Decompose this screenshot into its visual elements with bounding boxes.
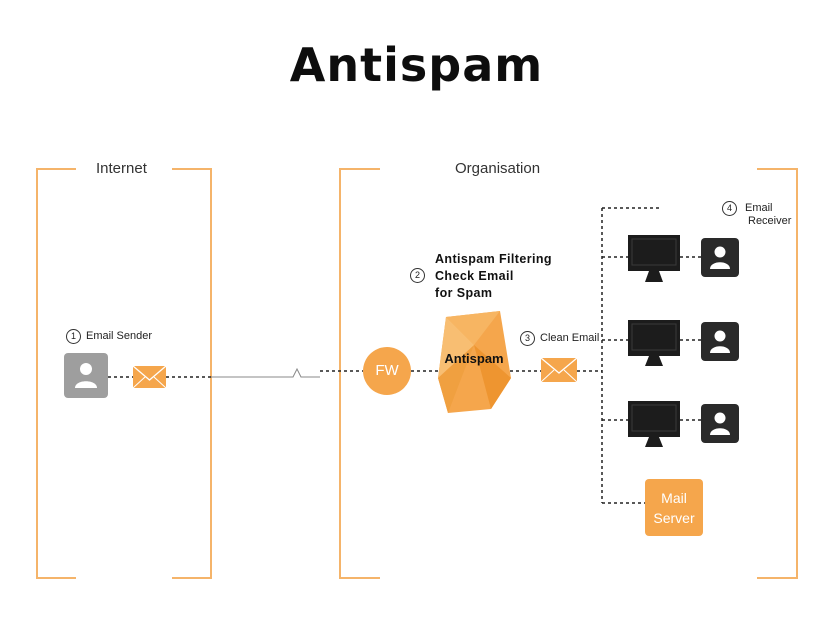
email-receiver-line-2: Receiver bbox=[748, 215, 792, 227]
mail-server-label-line-2: Server bbox=[653, 510, 695, 526]
step-3-marker: 3 bbox=[520, 331, 535, 346]
firewall-node bbox=[363, 347, 411, 395]
monitor-icon bbox=[628, 235, 680, 282]
filtering-line-3: for Spam bbox=[435, 286, 493, 300]
receiver-user-icon bbox=[701, 322, 739, 361]
page-title: Antispam bbox=[289, 38, 544, 92]
email-receiver-line-1: Email bbox=[745, 202, 773, 214]
internet-zone-bracket bbox=[36, 168, 212, 579]
receiver-user-icon bbox=[701, 238, 739, 277]
step-4-marker: 4 bbox=[722, 201, 737, 216]
organisation-zone-bracket bbox=[339, 168, 798, 579]
internet-zone-label: Internet bbox=[96, 160, 147, 177]
receiver-user-icon bbox=[701, 404, 739, 443]
step-1-marker: 1 bbox=[66, 329, 81, 344]
monitor-icon bbox=[628, 401, 680, 447]
connection-lines bbox=[108, 207, 701, 504]
email-sender-label: Email Sender bbox=[86, 330, 153, 342]
antispam-shield-icon bbox=[438, 311, 511, 413]
clean-email-label: Clean Email bbox=[540, 332, 600, 344]
mail-server-label-line-1: Mail bbox=[661, 490, 687, 506]
monitor-icon bbox=[628, 320, 680, 366]
outgoing-envelope-icon bbox=[132, 365, 167, 389]
filtering-title: Antispam Filtering bbox=[435, 252, 552, 266]
mail-server-node bbox=[645, 479, 703, 536]
firewall-label: FW bbox=[375, 362, 399, 379]
antispam-label: Antispam bbox=[444, 351, 504, 366]
step-2-marker: 2 bbox=[410, 268, 425, 283]
filtering-line-2: Check Email bbox=[435, 269, 514, 283]
organisation-zone-label: Organisation bbox=[455, 160, 541, 177]
clean-envelope-icon bbox=[540, 357, 578, 383]
sender-user-icon bbox=[64, 353, 108, 398]
